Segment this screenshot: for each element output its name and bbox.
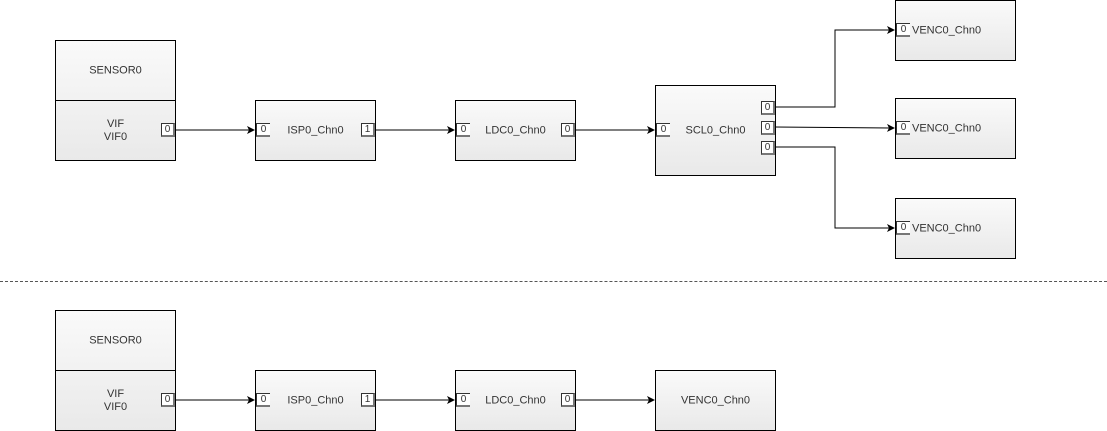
venc-label: VENC0_Chn0 bbox=[912, 122, 982, 134]
isp-out-port[interactable]: 1 bbox=[361, 123, 375, 137]
isp-in-port[interactable]: 0 bbox=[256, 123, 270, 137]
scl-label: SCL0_Chn0 bbox=[685, 124, 746, 136]
venc-node-3[interactable]: 0 VENC0_Chn0 bbox=[895, 198, 1016, 259]
isp-label: ISP0_Chn0 bbox=[287, 124, 344, 136]
venc-label: VENC0_Chn0 bbox=[912, 24, 982, 36]
venc-node-2[interactable]: 0 VENC0_Chn0 bbox=[895, 98, 1016, 159]
ldc-out-port[interactable]: 0 bbox=[561, 123, 575, 137]
venc-in-port[interactable]: 0 bbox=[896, 23, 910, 37]
sensor-section: SENSOR0 bbox=[56, 41, 175, 101]
wire-scl-to-venc-3 bbox=[775, 146, 895, 232]
scl-out-port-1[interactable]: 0 bbox=[761, 101, 775, 115]
venc-label: VENC0_Chn0 bbox=[680, 394, 751, 406]
venc-in-port[interactable]: 0 bbox=[896, 221, 910, 235]
ldc-in-port[interactable]: 0 bbox=[456, 393, 470, 407]
scl-out-port-3[interactable]: 0 bbox=[761, 141, 775, 155]
sensor-title: SENSOR0 bbox=[89, 64, 142, 76]
vif-out-port[interactable]: 0 bbox=[161, 123, 175, 137]
section-divider bbox=[0, 281, 1107, 282]
scl-node[interactable]: 0 SCL0_Chn0 0 0 0 bbox=[655, 85, 776, 176]
isp-in-port[interactable]: 0 bbox=[256, 393, 270, 407]
venc-label: VENC0_Chn0 bbox=[912, 222, 982, 234]
vif-out-port[interactable]: 0 bbox=[161, 393, 175, 407]
ldc-in-port[interactable]: 0 bbox=[456, 123, 470, 137]
venc-node-bottom[interactable]: VENC0_Chn0 bbox=[655, 370, 776, 431]
isp-node-bottom[interactable]: 0 ISP0_Chn0 1 bbox=[255, 370, 376, 431]
venc-in-port[interactable]: 0 bbox=[896, 121, 910, 135]
isp-out-port[interactable]: 1 bbox=[361, 393, 375, 407]
ldc-label: LDC0_Chn0 bbox=[485, 394, 546, 406]
ldc-node-bottom[interactable]: 0 LDC0_Chn0 0 bbox=[455, 370, 576, 431]
venc-node-1[interactable]: 0 VENC0_Chn0 bbox=[895, 0, 1016, 61]
wire-scl-to-venc-2 bbox=[774, 123, 895, 132]
scl-in-port[interactable]: 0 bbox=[656, 123, 670, 137]
isp-node[interactable]: 0 ISP0_Chn0 1 bbox=[255, 100, 376, 161]
ldc-node[interactable]: 0 LDC0_Chn0 0 bbox=[455, 100, 576, 161]
isp-label: ISP0_Chn0 bbox=[287, 394, 344, 406]
sensor-title: SENSOR0 bbox=[89, 334, 142, 346]
scl-out-port-2[interactable]: 0 bbox=[761, 121, 775, 135]
ldc-out-port[interactable]: 0 bbox=[561, 393, 575, 407]
wire-scl-to-venc-1 bbox=[775, 26, 895, 108]
sensor-section: SENSOR0 bbox=[56, 311, 175, 371]
ldc-label: LDC0_Chn0 bbox=[485, 124, 546, 136]
